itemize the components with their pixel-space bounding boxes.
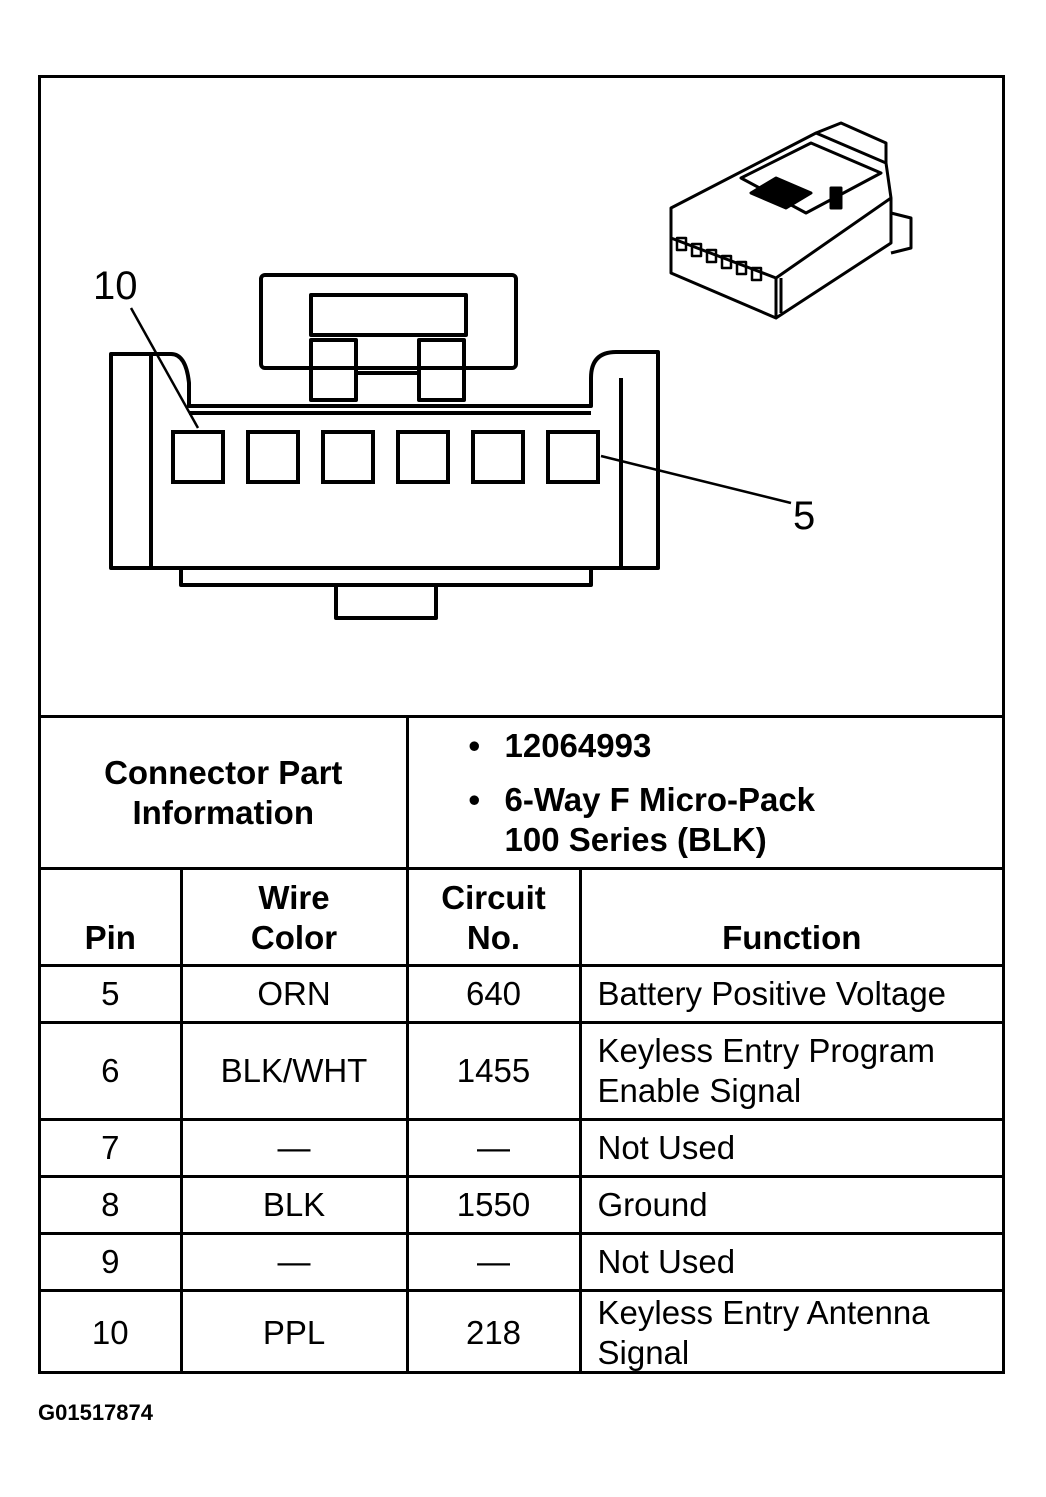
connector-description-line-1: 6-Way F Micro-Pack <box>504 780 816 818</box>
cavity <box>321 430 375 484</box>
circuit-cell: 218 <box>405 1289 582 1374</box>
pinout-table: Connector Part Information • 12064993 • … <box>41 715 1003 1374</box>
connector-body <box>109 350 660 570</box>
latch-inner <box>309 293 468 337</box>
header-pin: Pin <box>41 867 183 966</box>
function-line-1: Keyless Entry Program <box>597 1032 935 1069</box>
pin-5-callout: 5 <box>793 494 816 538</box>
circuit-cell: 1550 <box>405 1175 582 1235</box>
connector-face-drawing <box>109 121 913 620</box>
table-row: 9——Not Used <box>41 1232 1003 1292</box>
pin-cell: 8 <box>41 1175 183 1235</box>
header-wire-line-1: Wire <box>258 879 330 916</box>
function-line-1: Not Used <box>597 1243 736 1280</box>
function-line-1: Not Used <box>597 1129 736 1166</box>
pin-10-callout: 10 <box>93 264 138 308</box>
pin-cell: 9 <box>41 1232 183 1292</box>
leader-line-pin-10 <box>129 307 200 429</box>
header-circuit-line-2: No. <box>466 919 521 956</box>
part-info-bullet: • 6-Way F Micro-Pack 100 Series (BLK) <box>469 780 989 860</box>
part-info-details: • 12064993 • 6-Way F Micro-Pack 100 Seri… <box>405 715 1003 870</box>
cavity <box>546 430 600 484</box>
function-cell: Battery Positive Voltage <box>578 964 1003 1024</box>
header-function: Function <box>578 867 1003 966</box>
part-number: 12064993 <box>504 726 652 764</box>
function-line-1: Keyless Entry Antenna <box>597 1293 930 1331</box>
cavity <box>396 430 450 484</box>
function-cell: Not Used <box>578 1232 1003 1292</box>
part-info-row: Connector Part Information • 12064993 • … <box>41 715 1003 870</box>
connector-description: 6-Way F Micro-Pack 100 Series (BLK) <box>505 780 816 860</box>
wire-color-cell: BLK <box>179 1175 409 1235</box>
function-cell: Not Used <box>578 1118 1003 1178</box>
pin-cell: 5 <box>41 964 183 1024</box>
header-wire-color: Wire Color <box>179 867 409 966</box>
part-info-label: Connector Part Information <box>41 715 409 870</box>
latch-post-left <box>309 338 358 402</box>
pin-cell: 10 <box>41 1289 183 1374</box>
wire-color-cell: — <box>179 1118 409 1178</box>
circuit-cell: 1455 <box>405 1021 582 1121</box>
function-cell: Ground <box>578 1175 1003 1235</box>
function-line-1: Ground <box>597 1186 708 1223</box>
header-wire-line-2: Color <box>250 919 338 956</box>
connector-diagram: 10 5 <box>41 78 1002 718</box>
connector-isometric-illustration <box>669 121 913 320</box>
bullet-dot: • <box>468 780 481 818</box>
wire-color-cell: ORN <box>179 964 409 1024</box>
header-circuit-no: Circuit No. <box>405 867 582 966</box>
circuit-cell: — <box>405 1232 582 1292</box>
circuit-cell: — <box>405 1118 582 1178</box>
table-header-row: Pin Wire Color Circuit No. Function <box>41 867 1003 966</box>
function-line-1: Battery Positive Voltage <box>597 975 947 1012</box>
figure-code: G01517874 <box>38 1400 153 1425</box>
latch-post-right <box>417 338 466 402</box>
cavity <box>246 430 300 484</box>
pin-cell: 6 <box>41 1021 183 1121</box>
wire-color-cell: BLK/WHT <box>179 1021 409 1121</box>
function-line-2: Enable Signal <box>597 1072 802 1109</box>
latch-top <box>259 273 518 370</box>
table-row: 7——Not Used <box>41 1118 1003 1178</box>
wire-color-cell: — <box>179 1232 409 1292</box>
pin-cell: 7 <box>41 1118 183 1178</box>
header-circuit-line-1: Circuit <box>441 879 546 916</box>
leader-line-pin-5 <box>600 454 792 505</box>
cavity <box>471 430 525 484</box>
bullet-dot: • <box>468 726 481 764</box>
connector-figure-frame: 10 5 Connector Part Information • 120649… <box>38 75 1005 1374</box>
circuit-cell: 640 <box>405 964 582 1024</box>
part-info-label-line-1: Connector Part <box>104 753 343 791</box>
part-info-label-line-2: Information <box>132 793 314 831</box>
connector-description-line-2: 100 Series (BLK) <box>504 820 767 858</box>
part-info-bullet: • 12064993 <box>469 726 989 766</box>
wire-color-cell: PPL <box>179 1289 409 1374</box>
function-line-2: Signal <box>597 1333 690 1371</box>
cavity <box>171 430 225 484</box>
